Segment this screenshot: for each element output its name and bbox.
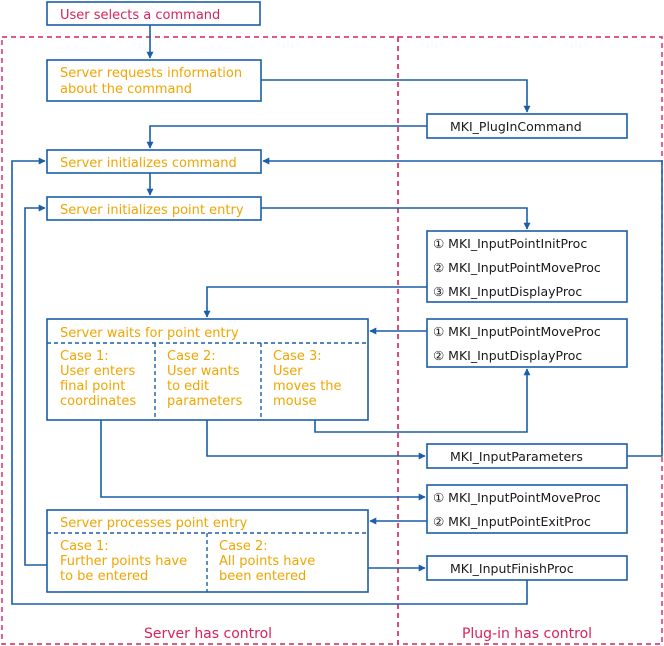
wait-case-1-line-1: Case 1: [60, 349, 109, 364]
process-case-1-line-1: Case 1: [60, 539, 109, 554]
move-group-box [426, 318, 628, 368]
parameters-box [426, 443, 628, 469]
waits-box [46, 318, 369, 421]
exit-group-item-2: ② MKI_InputPointExitProc [433, 514, 591, 529]
arrow-processes-case1-to-point-entry [24, 204, 47, 566]
finish-label: MKI_InputFinishProc [450, 561, 574, 576]
requests-info-label-1: Server requests information [60, 66, 242, 81]
wait-case-2-line-2: User wants [167, 364, 240, 379]
user-selects-label: User selects a command [60, 8, 220, 23]
wait-case-2-line-4: parameters [167, 394, 243, 409]
arrow-plugin-command-to-init [146, 125, 427, 149]
arrow-request-to-plugin-command [261, 79, 531, 113]
user-selects-box [46, 1, 261, 26]
init-group-item-3: ③ MKI_InputDisplayProc [433, 284, 582, 299]
arrow-case1-to-exit-group [100, 420, 426, 501]
init-group-item-1: ① MKI_InputPointInitProc [433, 236, 587, 251]
wait-case-2-line-1: Case 2: [167, 349, 216, 364]
arrow-parameters-to-init-command [262, 157, 663, 457]
wait-case-3-line-2: User [273, 364, 303, 379]
plugin-command-label: MKI_PlugInCommand [450, 119, 582, 134]
arrow-case3-to-move-group [314, 368, 531, 433]
move-group-item-2: ② MKI_InputDisplayProc [433, 348, 582, 363]
plugin-command-box [426, 113, 628, 139]
wait-case-2-line-3: to edit [167, 379, 209, 394]
process-case-1-line-2: Further points have [60, 554, 187, 569]
init-group-box [426, 230, 628, 303]
init-command-label: Server initializes command [60, 156, 237, 171]
wait-case-1-line-4: coordinates [60, 394, 136, 409]
arrow-point-entry-to-init-group [261, 207, 531, 230]
process-case-1-line-3: to be entered [60, 569, 148, 584]
exit-group-item-1: ① MKI_InputPointMoveProc [433, 490, 601, 505]
init-point-entry-label: Server initializes point entry [60, 203, 244, 218]
parameters-label: MKI_InputParameters [450, 449, 583, 464]
process-case-2-line-2: All points have [219, 554, 315, 569]
init-command-box [46, 149, 262, 174]
server-control-label: Server has control [144, 626, 272, 642]
process-case-2-line-3: been entered [219, 569, 306, 584]
server-region [1, 36, 399, 645]
arrow-init-group-to-waits [203, 286, 427, 318]
wait-case-1-line-2: User enters [60, 364, 135, 379]
init-group-item-2: ② MKI_InputPointMoveProc [433, 260, 601, 275]
exit-group-box [426, 484, 628, 534]
move-group-item-1: ① MKI_InputPointMoveProc [433, 324, 601, 339]
process-case-2-line-1: Case 2: [219, 539, 268, 554]
finish-box [426, 555, 628, 581]
requests-info-label-2: about the command [60, 82, 192, 97]
waits-title: Server waits for point entry [60, 326, 239, 341]
wait-case-3-line-1: Case 3: [273, 349, 322, 364]
requests-info-box [46, 59, 262, 102]
arrow-finish-to-init-command [11, 157, 528, 605]
arrow-case2-to-parameters [206, 420, 426, 460]
wait-case-1-line-3: final point [60, 379, 125, 394]
wait-case-3-line-4: mouse [273, 394, 317, 409]
plugin-control-label: Plug-in has control [462, 626, 592, 642]
processes-title: Server processes point entry [60, 516, 248, 531]
wait-case-3-line-3: moves the [273, 379, 342, 394]
